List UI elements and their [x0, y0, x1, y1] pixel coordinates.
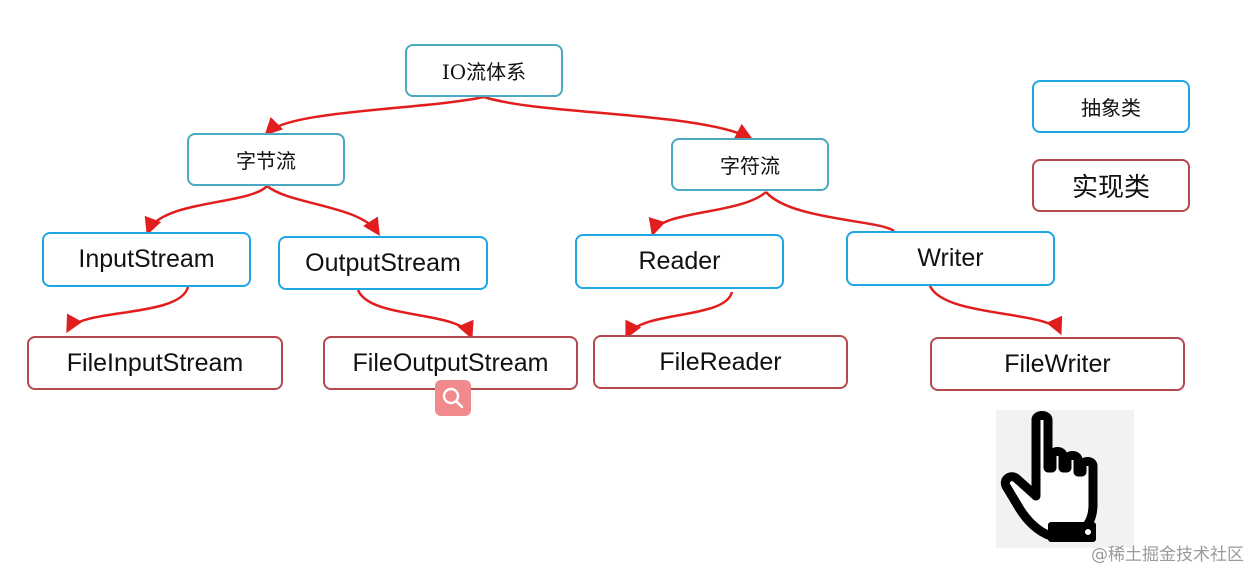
node-byte-stream-label: 字节流 — [236, 149, 296, 173]
node-reader-label: Reader — [638, 247, 721, 275]
node-io-root-label: IO流体系 — [441, 60, 527, 84]
node-writer: Writer — [846, 231, 1055, 286]
pointer-cursor-overlay — [996, 410, 1134, 548]
node-file-writer-label: FileWriter — [1004, 349, 1111, 378]
node-file-writer: FileWriter — [930, 337, 1185, 391]
edge-char-to-writer — [765, 191, 895, 233]
node-reader: Reader — [575, 234, 784, 289]
node-file-input-stream-label: FileInputStream — [66, 348, 244, 377]
edge-reader-to-filereader — [625, 291, 734, 340]
node-output-stream: OutputStream — [278, 236, 488, 290]
edge-char-to-reader — [648, 191, 767, 237]
image-search-button[interactable] — [435, 380, 471, 416]
edge-writer-to-filewriter — [928, 285, 1063, 336]
node-char-stream: 字符流 — [671, 138, 829, 191]
edge-output-to-fileoutput — [356, 289, 474, 340]
edge-byte-to-input — [144, 185, 268, 236]
node-input-stream: InputStream — [42, 232, 251, 287]
edge-root-to-char — [483, 95, 754, 140]
node-input-stream-label: InputStream — [78, 245, 215, 273]
node-byte-stream: 字节流 — [187, 133, 345, 186]
node-file-input-stream: FileInputStream — [27, 336, 283, 390]
edge-byte-to-output — [266, 185, 380, 236]
edge-root-to-byte — [264, 95, 485, 136]
node-char-stream-label: 字符流 — [720, 154, 780, 178]
node-writer-label: Writer — [917, 244, 984, 272]
node-file-output-stream-label: FileOutputStream — [352, 348, 549, 377]
pointing-hand-icon — [1000, 411, 1098, 542]
legend-abstract-label: 抽象类 — [1081, 96, 1141, 120]
node-output-stream-label: OutputStream — [305, 248, 461, 277]
node-file-reader-label: FileReader — [659, 347, 782, 376]
watermark: @稀土掘金技术社区 — [1091, 545, 1244, 565]
node-file-reader: FileReader — [593, 335, 848, 389]
node-io-root: IO流体系 — [405, 44, 563, 97]
search-icon — [442, 387, 464, 409]
legend-abstract: 抽象类 — [1032, 80, 1190, 133]
edge-input-to-fileinput — [66, 286, 190, 334]
legend-implementation: 实现类 — [1032, 159, 1190, 212]
legend-implementation-label: 实现类 — [1071, 173, 1150, 203]
